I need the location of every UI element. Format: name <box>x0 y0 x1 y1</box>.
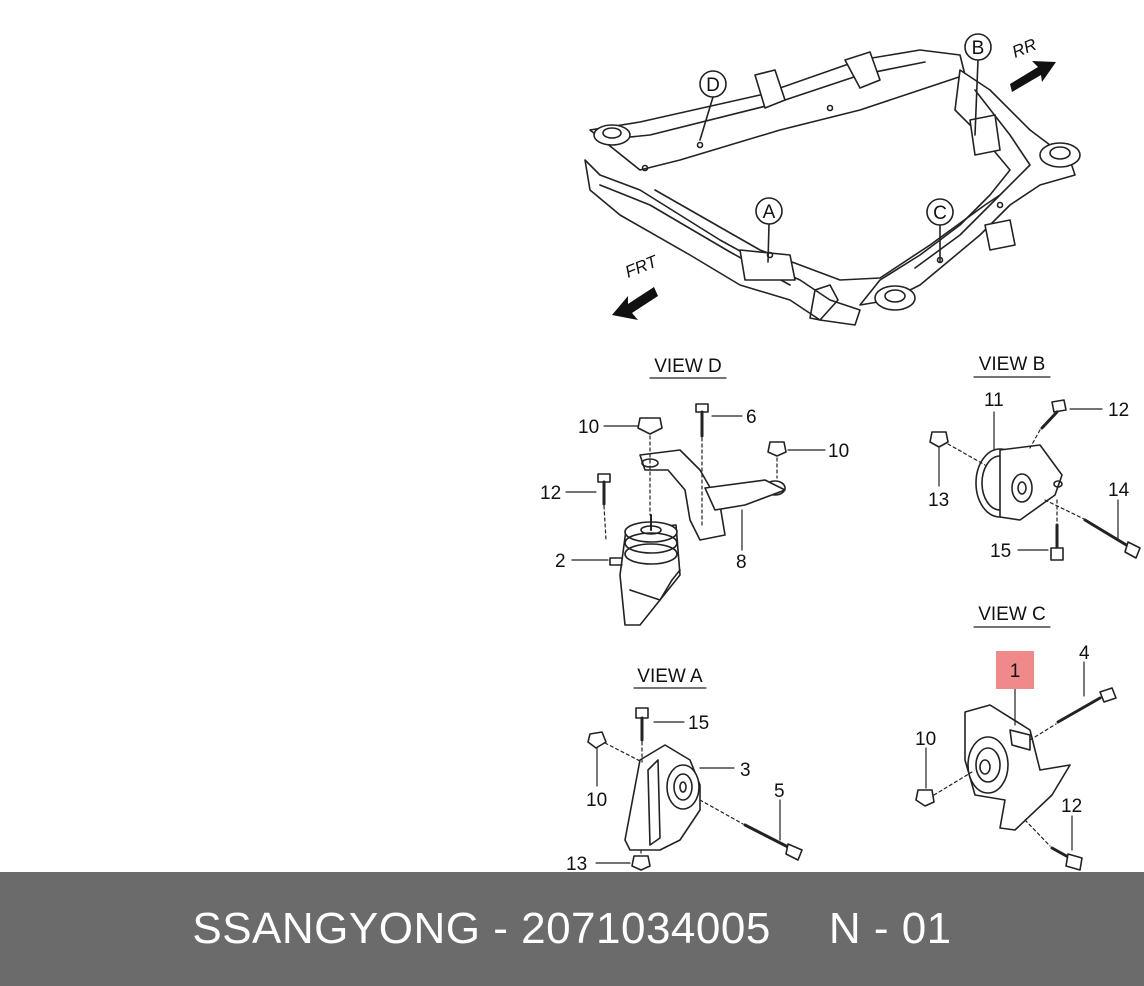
part-1-highlight[interactable] <box>996 651 1034 689</box>
view-d-title: VIEW D <box>654 356 722 377</box>
view-b-part-15: 15 <box>990 541 1011 562</box>
view-c-part-10: 10 <box>915 729 936 750</box>
front-direction-label: FRT <box>622 251 661 281</box>
view-b-title: VIEW B <box>979 354 1046 375</box>
subframe-drawing <box>584 49 1081 326</box>
view-a-title: VIEW A <box>637 666 703 687</box>
callout-a-label: A <box>763 202 776 223</box>
view-a-part-15: 15 <box>688 713 709 734</box>
page-code: N - 01 <box>828 904 952 953</box>
callout-a-circle <box>755 197 783 225</box>
view-c-drawing <box>915 626 1117 871</box>
view-a-drawing <box>587 687 803 871</box>
view-d-part-8: 8 <box>736 552 747 573</box>
brand-name: SSANGYONG <box>192 904 481 953</box>
view-a-part-13: 13 <box>566 854 587 872</box>
callout-d-circle <box>699 70 727 98</box>
view-a-part-10: 10 <box>586 790 607 811</box>
front-arrow-icon <box>612 287 658 320</box>
view-c-title: VIEW C <box>978 604 1046 625</box>
part-number: 2071034005 <box>521 904 771 953</box>
callout-b-label: B <box>972 38 985 59</box>
callout-c-circle <box>926 198 954 226</box>
rear-arrow-icon <box>1010 61 1056 92</box>
view-d-part-10b: 10 <box>828 441 849 462</box>
view-b-part-13: 13 <box>928 490 949 511</box>
view-d-part-10a: 10 <box>578 417 599 438</box>
rear-direction-label: RR <box>1009 35 1039 62</box>
view-b-drawing <box>929 376 1141 561</box>
footer-bar: SSANGYONG - 2071034005 N - 01 <box>0 872 1144 986</box>
view-d-drawing <box>565 377 826 626</box>
view-b-part-11: 11 <box>984 390 1004 411</box>
view-d-part-2: 2 <box>555 551 566 572</box>
footer-dash: - <box>493 904 509 953</box>
view-c-part-4: 4 <box>1079 643 1090 664</box>
view-b-part-14: 14 <box>1108 480 1130 501</box>
view-a-part-5: 5 <box>774 781 785 802</box>
view-b-part-12: 12 <box>1108 400 1129 421</box>
view-d-part-12: 12 <box>540 483 561 504</box>
callout-b-circle <box>964 33 992 61</box>
callout-d-label: D <box>706 75 720 96</box>
view-c-part-1[interactable]: 1 <box>1010 661 1021 682</box>
view-d-part-6: 6 <box>746 407 757 428</box>
view-a-part-3: 3 <box>740 760 751 781</box>
view-c-part-12: 12 <box>1061 796 1082 817</box>
parts-diagram: D B A C FRT RR VIEW D VIEW B VIEW A VIEW… <box>540 33 1141 872</box>
callout-c-label: C <box>933 203 947 224</box>
